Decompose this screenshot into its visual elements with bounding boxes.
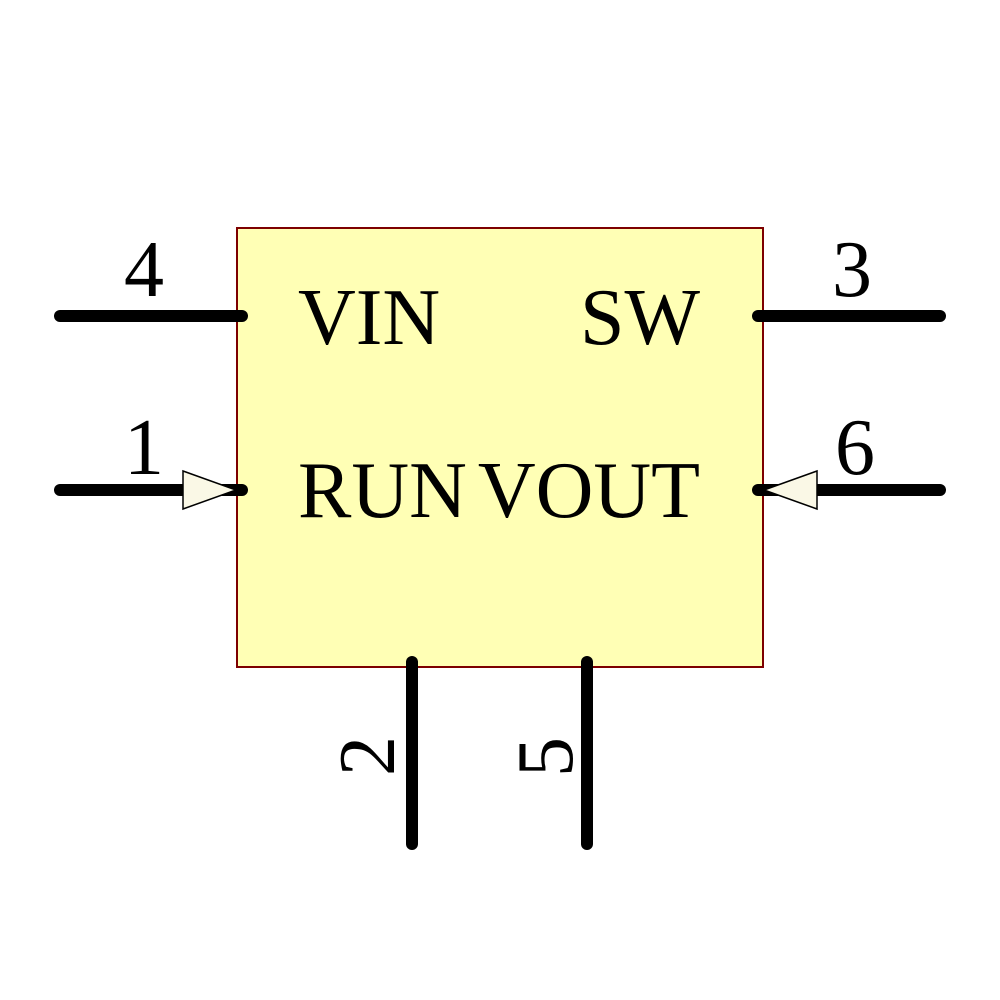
pin-name-sw: SW bbox=[580, 274, 700, 362]
pin-number-2: 2 bbox=[324, 736, 412, 776]
pin-1-input-arrow-icon[interactable] bbox=[182, 469, 239, 511]
pin-number-1: 1 bbox=[124, 404, 164, 492]
pin-name-vout: VOUT bbox=[477, 447, 700, 535]
component-body[interactable] bbox=[236, 227, 764, 668]
pin-6-input-arrow-icon[interactable] bbox=[761, 469, 818, 511]
pin-number-6: 6 bbox=[835, 404, 875, 492]
pin-number-5: 5 bbox=[502, 737, 590, 777]
pin-number-3: 3 bbox=[832, 226, 872, 314]
pin-number-4: 4 bbox=[124, 226, 164, 314]
pin-name-run: RUN bbox=[298, 447, 467, 535]
pin-name-vin: VIN bbox=[298, 274, 441, 362]
